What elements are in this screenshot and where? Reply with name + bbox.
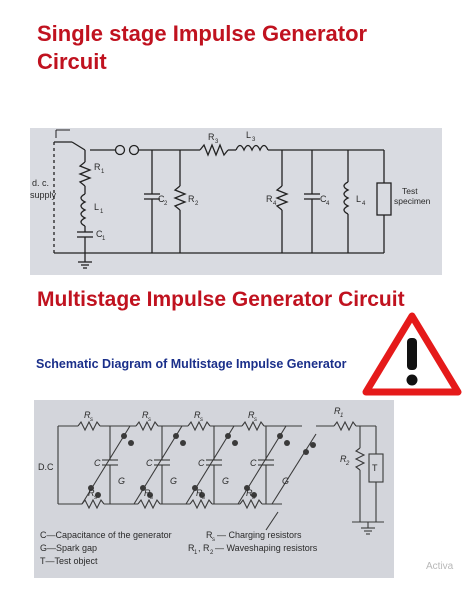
label-r4: R (266, 194, 273, 204)
label-c1-sub: 1 (102, 236, 106, 242)
label-rs-bottom-2: R (144, 488, 151, 498)
label-l4: L (356, 194, 361, 204)
legend-r1-symbol: R (188, 543, 195, 553)
supply-label-line2: supply (30, 190, 57, 200)
label-rs-bottom-4: R (246, 488, 253, 498)
label-rs-bottom-4-sub: s (252, 495, 255, 501)
label-c2: C (158, 194, 165, 204)
dc-label: D.C (38, 462, 54, 472)
title-multistage: Multistage Impulse Generator Circuit (37, 288, 405, 311)
label-c-2: C (146, 458, 153, 468)
multistage-circuit-diagram: D.C R s R s R s R s R s R s R s R s C C … (38, 406, 384, 566)
legend-test-object: T—Test object (40, 556, 98, 566)
label-rs-bottom-1: R (88, 488, 95, 498)
label-rs-top-4-sub: s (254, 417, 257, 423)
test-specimen-label-1: Test (402, 186, 418, 196)
label-r2: R (188, 194, 195, 204)
label-c2-sub: 2 (164, 201, 168, 207)
label-g-1: G (118, 476, 125, 486)
label-rs-bottom-2-sub: s (150, 495, 153, 501)
label-r4-sub: 4 (273, 201, 277, 207)
label-r3: R (208, 132, 215, 142)
label-rs-top-2: R (142, 410, 149, 420)
title-single-stage: Single stage Impulse Generator Circuit (37, 21, 368, 74)
label-c4-sub: 4 (326, 201, 330, 207)
label-l3-sub: 3 (252, 137, 256, 143)
legend-r12-text: — Waveshaping resistors (215, 543, 318, 553)
single-stage-circuit-photo: d. c. supply R 1 L 1 C 1 C 2 R 2 R 3 L 3… (30, 128, 442, 275)
activation-watermark: Activa (426, 561, 454, 572)
label-t: T (372, 463, 378, 473)
label-r1-sub: 1 (340, 413, 343, 419)
label-rs-bottom-1-sub: s (94, 495, 97, 501)
multistage-circuit-photo: D.C R s R s R s R s R s R s R s R s C C … (34, 400, 394, 578)
label-g-3: G (222, 476, 229, 486)
label-r2-sub: 2 (345, 461, 350, 467)
legend-rs-text: — Charging resistors (217, 530, 302, 540)
label-r1-sub: 1 (101, 169, 105, 175)
test-specimen-label-2: specimen (394, 196, 431, 206)
label-rs-top-4: R (248, 410, 255, 420)
label-rs-top-3: R (194, 410, 201, 420)
label-rs-top-1: R (84, 410, 91, 420)
label-rs-top-1-sub: s (90, 417, 93, 423)
label-r2-sub: 2 (195, 201, 199, 207)
label-r1: R (94, 162, 101, 172)
label-l1-sub: 1 (100, 209, 104, 215)
supply-label-line1: d. c. (32, 178, 49, 188)
label-rs-top-3-sub: s (200, 417, 203, 423)
label-c-3: C (198, 458, 205, 468)
legend-rs-symbol: R (206, 530, 213, 540)
label-r1: R (334, 406, 341, 416)
label-rs-top-2-sub: s (148, 417, 151, 423)
warning-icon (362, 312, 462, 396)
label-c-4: C (250, 458, 257, 468)
label-c1: C (96, 229, 103, 239)
legend-spark-gap: G—Spark gap (40, 543, 97, 553)
label-r2: R (340, 454, 347, 464)
label-rs-bottom-3-sub: s (202, 495, 205, 501)
legend-r2-symbol: , R (198, 543, 210, 553)
label-l3: L (246, 130, 251, 140)
label-c4: C (320, 194, 327, 204)
label-g-4: G (282, 476, 289, 486)
label-l1: L (94, 202, 99, 212)
label-g-2: G (170, 476, 177, 486)
legend-r2-sub: 2 (210, 550, 214, 556)
subtitle-schematic: Schematic Diagram of Multistage Impulse … (36, 357, 347, 371)
label-rs-bottom-3: R (196, 488, 203, 498)
legend-rs-sub: s (212, 537, 215, 543)
legend-r1-sub: 1 (194, 550, 198, 556)
label-c-1: C (94, 458, 101, 468)
legend-capacitance: C—Capacitance of the generator (40, 530, 172, 540)
label-r3-sub: 3 (215, 139, 219, 145)
label-l4-sub: 4 (362, 201, 366, 207)
single-stage-circuit-diagram: d. c. supply R 1 L 1 C 1 C 2 R 2 R 3 L 3… (30, 129, 431, 269)
